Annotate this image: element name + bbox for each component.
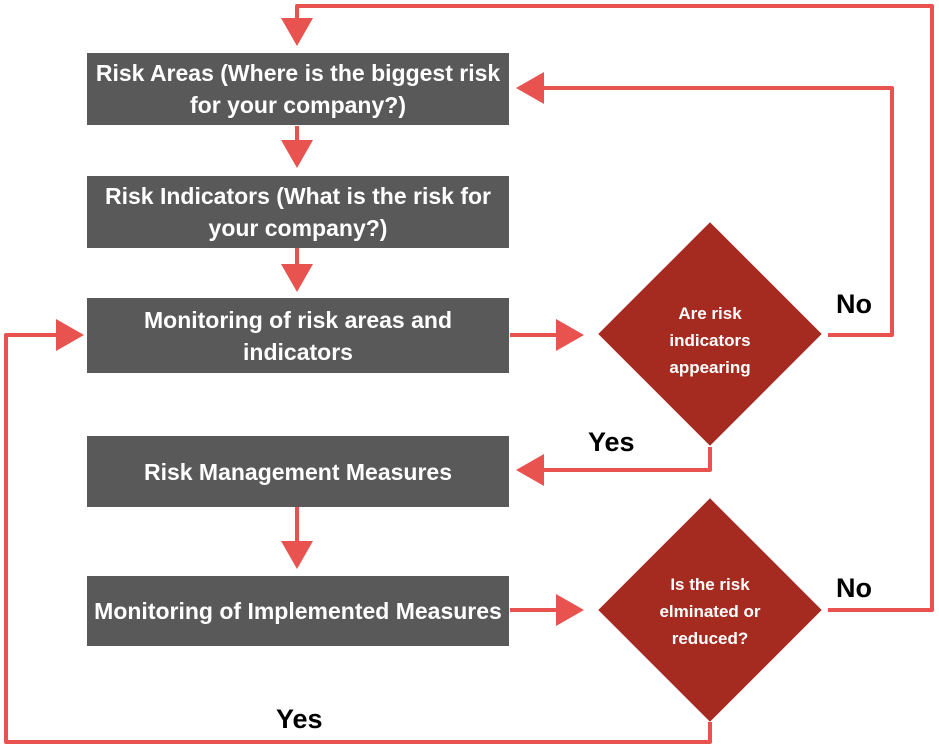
arrow-decision2-no bbox=[281, 4, 934, 612]
monitoring-risk-label: Monitoring of risk areas and indicators bbox=[144, 306, 452, 365]
risk-management-box: Risk Management Measures bbox=[87, 436, 509, 507]
monitoring-risk-box: Monitoring of risk areas and indicators bbox=[87, 298, 509, 373]
yes-label-2: Yes bbox=[276, 704, 323, 734]
risk-management-label: Risk Management Measures bbox=[143, 458, 453, 485]
risk-indicators-box: Risk Indicators (What is the risk for yo… bbox=[87, 176, 509, 248]
risk-areas-label: Risk Areas (Where is the biggest risk fo… bbox=[95, 60, 501, 118]
monitoring-implemented-box: Monitoring of Implemented Measures bbox=[87, 576, 509, 646]
no-label-2: No bbox=[836, 573, 872, 603]
arrow-decision1-no bbox=[516, 72, 894, 337]
arrow-decision1-yes bbox=[516, 447, 712, 486]
risk-areas-box: Risk Areas (Where is the biggest risk fo… bbox=[87, 53, 509, 125]
monitoring-implemented-label: Monitoring of Implemented Measures bbox=[94, 598, 502, 624]
decision-eliminated-label: Is the risk elminated or reduced? bbox=[659, 575, 761, 648]
risk-indicators-label: Risk Indicators (What is the risk for yo… bbox=[105, 183, 491, 241]
arrow-decision2-yes bbox=[4, 319, 712, 744]
yes-label-1: Yes bbox=[588, 427, 635, 457]
no-label-1: No bbox=[836, 289, 872, 319]
decision-indicators-label: Are risk indicators appearing bbox=[669, 304, 751, 377]
